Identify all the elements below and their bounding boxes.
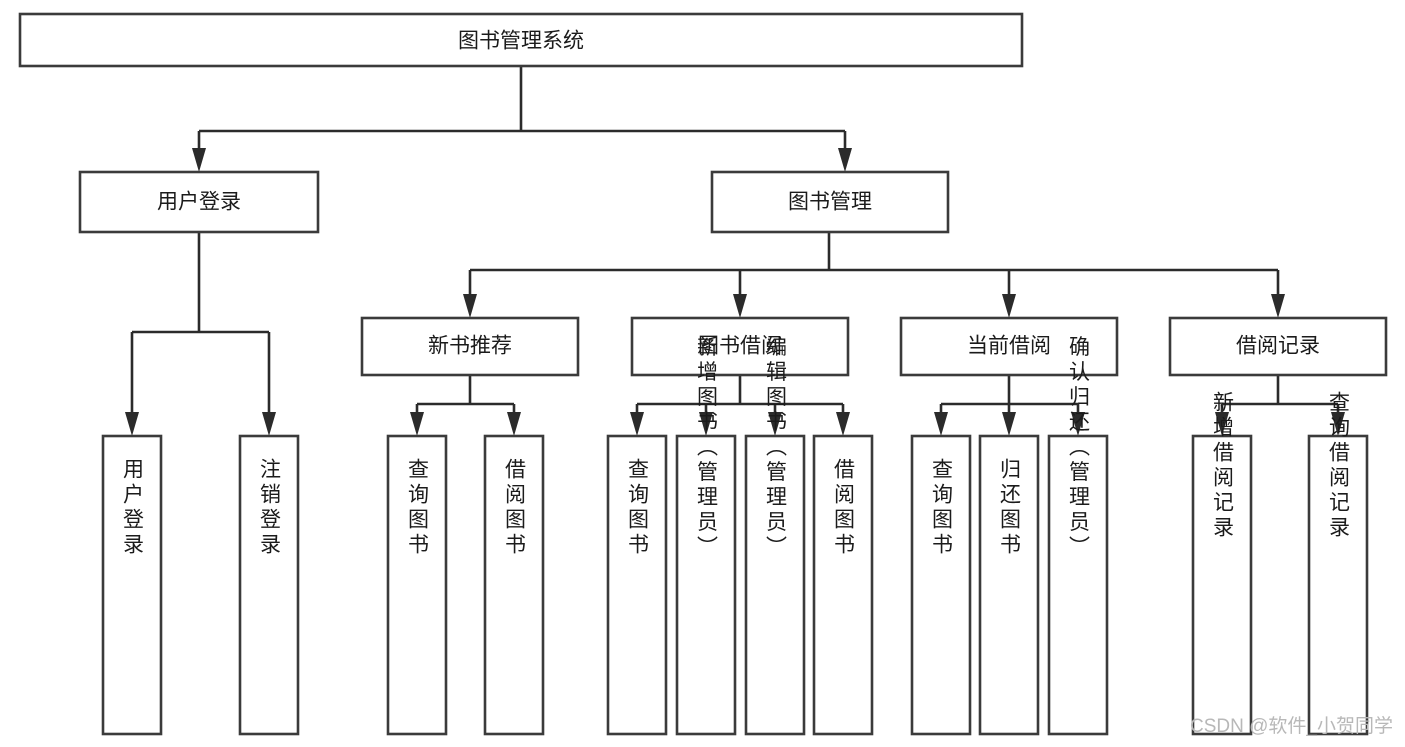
node-book-manage-box[interactable] bbox=[710, 170, 950, 234]
connector-layer bbox=[125, 66, 1345, 436]
node-new-book-rec[interactable]: 新书推荐 bbox=[360, 316, 580, 377]
node-leaf-confirm-return-box[interactable] bbox=[1047, 434, 1109, 736]
node-leaf-add-book-box[interactable] bbox=[675, 434, 737, 736]
node-new-book-rec-label: 新书推荐 bbox=[428, 335, 512, 358]
arrow-head-current-borrow bbox=[1002, 294, 1016, 318]
node-leaf-return-book[interactable]: 归还图书 bbox=[978, 434, 1040, 736]
node-root-label: 图书管理系统 bbox=[458, 30, 584, 53]
node-leaf-user-login[interactable]: 用户登录 bbox=[101, 434, 163, 736]
arrow-head-book-manage bbox=[838, 148, 852, 172]
node-book-borrow[interactable]: 图书借阅 bbox=[630, 316, 850, 377]
node-leaf-user-login-label: 用户登录 bbox=[121, 458, 145, 558]
arrow-head-borrow-record bbox=[1271, 294, 1285, 318]
node-current-borrow-label: 当前借阅 bbox=[967, 335, 1051, 358]
arrow-head-leaf-logout bbox=[262, 412, 276, 436]
node-leaf-borrow-book-2-label: 借阅图书 bbox=[832, 458, 856, 558]
node-leaf-query-book-3-box[interactable] bbox=[910, 434, 972, 736]
arrow-head-leaf-borrow-book-2 bbox=[836, 412, 850, 436]
node-leaf-query-record-box[interactable] bbox=[1307, 434, 1369, 736]
arrow-head-leaf-return-book bbox=[1002, 412, 1016, 436]
node-leaf-query-book-1-label: 查询图书 bbox=[406, 458, 430, 558]
node-book-borrow-box[interactable] bbox=[630, 316, 850, 377]
node-leaf-edit-book-label: 编辑图书（管理员） bbox=[764, 336, 788, 561]
arrow-head-leaf-query-book-3 bbox=[934, 412, 948, 436]
node-leaf-query-book-1-box[interactable] bbox=[386, 434, 448, 736]
arrow-head-leaf-query-book-2 bbox=[630, 412, 644, 436]
node-leaf-return-book-label: 归还图书 bbox=[998, 458, 1022, 558]
node-book-manage[interactable]: 图书管理 bbox=[710, 170, 950, 234]
node-leaf-logout-box[interactable] bbox=[238, 434, 300, 736]
node-root-box[interactable] bbox=[18, 12, 1024, 68]
node-leaf-query-book-2[interactable]: 查询图书 bbox=[606, 434, 668, 736]
node-user-login-label: 用户登录 bbox=[157, 191, 241, 214]
node-leaf-query-book-3[interactable]: 查询图书 bbox=[910, 434, 972, 736]
node-book-borrow-label: 图书借阅 bbox=[698, 335, 782, 358]
arrow-head-user-login bbox=[192, 148, 206, 172]
node-user-login[interactable]: 用户登录 bbox=[78, 170, 320, 234]
arrow-head-leaf-confirm-return bbox=[1071, 412, 1085, 436]
node-leaf-add-book-label: 新增图书（管理员） bbox=[695, 336, 719, 561]
node-leaf-logout-label: 注销登录 bbox=[258, 458, 282, 558]
node-root[interactable]: 图书管理系统 bbox=[18, 12, 1024, 68]
node-current-borrow[interactable]: 当前借阅 bbox=[899, 316, 1119, 377]
node-leaf-logout[interactable]: 注销登录 bbox=[238, 434, 300, 736]
node-leaf-borrow-book-2[interactable]: 借阅图书 bbox=[812, 434, 874, 736]
node-leaf-borrow-book-1-label: 借阅图书 bbox=[503, 458, 527, 558]
node-leaf-add-record-label: 新增借阅记录 bbox=[1211, 391, 1235, 541]
node-leaf-add-record-box[interactable] bbox=[1191, 434, 1253, 736]
node-leaf-borrow-book-2-box[interactable] bbox=[812, 434, 874, 736]
node-leaf-borrow-book-1-box[interactable] bbox=[483, 434, 545, 736]
arrow-head-leaf-add-book bbox=[699, 412, 713, 436]
arrow-head-leaf-add-record bbox=[1215, 412, 1229, 436]
node-leaf-confirm-return[interactable]: 确认归还（管理员） bbox=[1047, 336, 1109, 736]
node-leaf-query-record[interactable]: 查询借阅记录 bbox=[1307, 391, 1369, 736]
arrow-head-leaf-query-book-1 bbox=[410, 412, 424, 436]
node-borrow-record-label: 借阅记录 bbox=[1236, 335, 1320, 358]
node-book-manage-label: 图书管理 bbox=[788, 191, 872, 214]
node-leaf-query-book-1[interactable]: 查询图书 bbox=[386, 434, 448, 736]
node-leaf-return-book-box[interactable] bbox=[978, 434, 1040, 736]
node-leaf-query-record-label: 查询借阅记录 bbox=[1327, 391, 1351, 541]
node-leaf-user-login-box[interactable] bbox=[101, 434, 163, 736]
arrow-head-leaf-borrow-book-1 bbox=[507, 412, 521, 436]
arrow-head-leaf-query-record bbox=[1331, 412, 1345, 436]
node-leaf-add-record[interactable]: 新增借阅记录 bbox=[1191, 391, 1253, 736]
arrow-head-leaf-edit-book bbox=[768, 412, 782, 436]
node-leaf-add-book[interactable]: 新增图书（管理员） bbox=[675, 336, 737, 736]
watermark-label: CSDN @软件_小贺同学 bbox=[1190, 715, 1393, 737]
node-leaf-query-book-3-label: 查询图书 bbox=[930, 458, 954, 558]
node-user-login-box[interactable] bbox=[78, 170, 320, 234]
node-leaf-edit-book-box[interactable] bbox=[744, 434, 806, 736]
node-leaf-confirm-return-label: 确认归还（管理员） bbox=[1067, 336, 1091, 561]
node-new-book-rec-box[interactable] bbox=[360, 316, 580, 377]
node-leaf-query-book-2-label: 查询图书 bbox=[626, 458, 650, 558]
node-borrow-record[interactable]: 借阅记录 bbox=[1168, 316, 1388, 377]
arrow-head-new-book-rec bbox=[463, 294, 477, 318]
node-leaf-borrow-book-1[interactable]: 借阅图书 bbox=[483, 434, 545, 736]
node-borrow-record-box[interactable] bbox=[1168, 316, 1388, 377]
arrow-head-leaf-user-login bbox=[125, 412, 139, 436]
node-current-borrow-box[interactable] bbox=[899, 316, 1119, 377]
arrow-head-book-borrow bbox=[733, 294, 747, 318]
node-leaf-edit-book[interactable]: 编辑图书（管理员） bbox=[744, 336, 806, 736]
node-leaf-query-book-2-box[interactable] bbox=[606, 434, 668, 736]
